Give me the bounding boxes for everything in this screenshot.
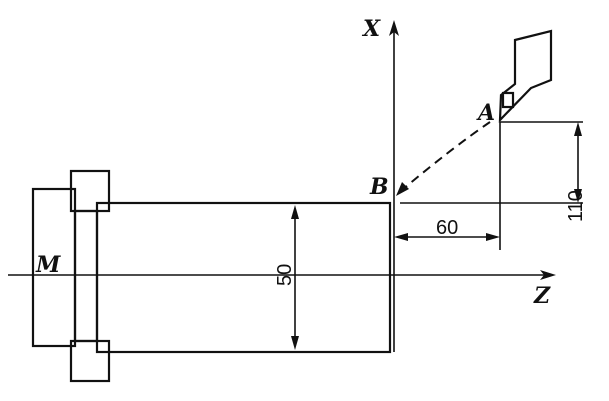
lower-jaw <box>69 339 111 383</box>
point-m-label: M <box>35 252 61 278</box>
z-axis-label: Z <box>533 283 551 309</box>
upper-jaw <box>69 169 111 213</box>
tool-path-dashed <box>401 121 491 191</box>
diameter-value: 50 <box>274 264 296 286</box>
tool-path-arrowhead <box>396 182 409 196</box>
dimension-60: 60 <box>394 217 500 241</box>
chuck-face <box>73 209 99 343</box>
dim-110-arrow-bottom <box>574 189 582 203</box>
workpiece <box>95 201 392 354</box>
point-a-label: A <box>476 100 495 126</box>
tool-body <box>498 29 553 123</box>
z-axis-arrowhead <box>540 270 556 280</box>
tool-insert <box>501 91 515 109</box>
dim-60-arrow-left <box>394 233 408 241</box>
dim-60-arrow-right <box>486 233 500 241</box>
dim-60-value: 60 <box>436 217 458 239</box>
dimension-110: 110 <box>565 122 587 222</box>
diameter-arrow-top <box>291 205 299 219</box>
x-axis-label: X <box>361 16 381 42</box>
dim-110-value: 110 <box>565 190 587 222</box>
dim-110-arrow-top <box>574 122 582 136</box>
cutting-tool <box>498 29 553 123</box>
point-b-label: B <box>369 174 389 200</box>
diameter-dimension: 50 <box>274 205 299 350</box>
x-axis-arrowhead <box>389 20 399 36</box>
diameter-arrow-bottom <box>291 336 299 350</box>
